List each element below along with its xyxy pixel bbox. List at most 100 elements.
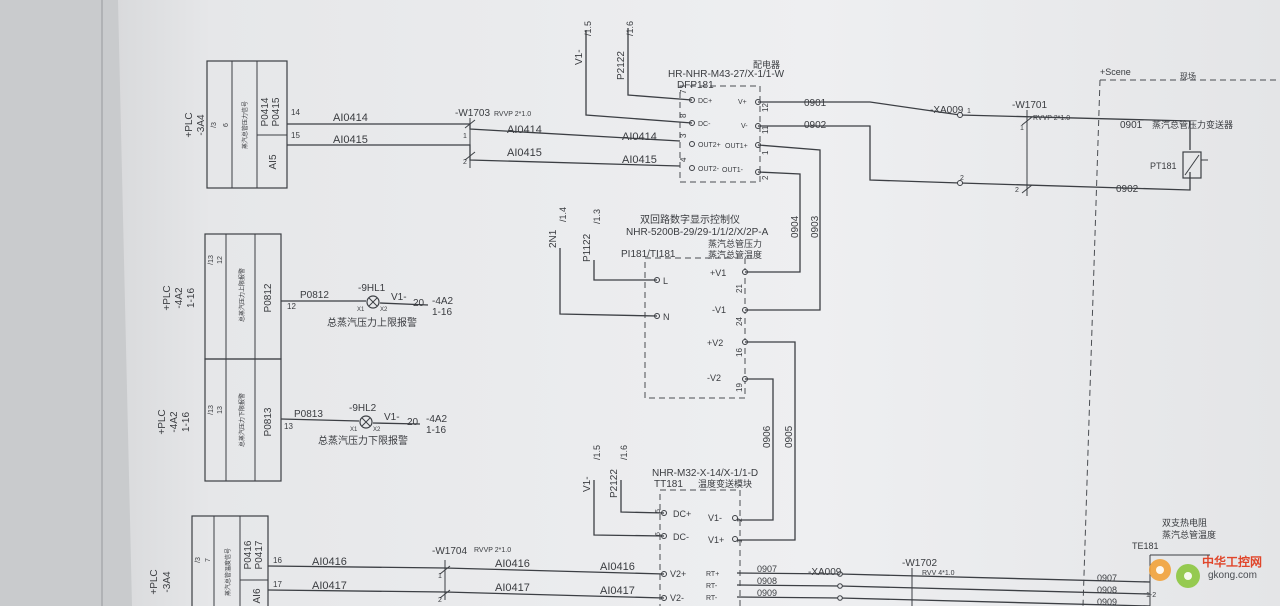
page-edge-left (0, 0, 135, 606)
plc-block-4: +PLC -3A4 /3 7 蒸汽总管温度信号 P0416 P0417 AI6 (149, 515, 269, 606)
dist-num-4: 4 (679, 157, 688, 162)
wire-0903-label: 0903 (810, 215, 821, 238)
lamp-hl1-x1: X1 (357, 307, 365, 313)
wire-ai0416-label-2: AI0416 (495, 558, 530, 570)
rtd-wire-0908-2: 0908 (1097, 585, 1117, 595)
cable-w1701-label: -W1701 (1012, 100, 1047, 111)
tt-num-5: 5 (655, 509, 662, 513)
wire-0902-label-2: 0902 (1116, 184, 1139, 195)
plc-block-2-desc: 总蒸汽压力上限报警 (238, 268, 246, 322)
alarm-lamp-hl1: 12 P0812 -9HL1 X1 X2 V1- 20 -4A2 1-16 总蒸… (281, 283, 454, 329)
plc-block-2-plc: +PLC (162, 285, 173, 310)
plc-block-2-tag: P0812 (263, 283, 274, 312)
dist-term-dcp: DC+ (698, 98, 712, 105)
lamp-hl2-ref: -4A2 (426, 414, 448, 425)
plc-block-1-desc: 蒸汽总管压力信号 (241, 101, 249, 149)
cable-w1701-core-2: 2 (1015, 187, 1019, 194)
plc-block-1-slot: /3 (211, 122, 218, 128)
wire-ai0414-label-3: AI0414 (622, 131, 657, 143)
wire-ai0417-label-2: AI0417 (495, 582, 530, 594)
plc-block-4-ai: AI6 (252, 588, 263, 603)
dist-num-7: 7 (679, 89, 688, 94)
lamp-icon (359, 415, 373, 429)
lamp-hl1-ref: -4A2 (432, 296, 454, 307)
rtd-wire-0908-1: 0908 (757, 576, 777, 586)
dist-num-1: 1 (761, 150, 770, 155)
pin-17: 17 (273, 580, 282, 589)
dist-term-out2m: OUT2- (698, 166, 720, 173)
dist-term-out1m: OUT1- (722, 167, 744, 174)
dist-num-11: 11 (761, 125, 770, 134)
controller-term-n: N (663, 312, 670, 322)
wire-ai0416-label-1: AI0416 (312, 556, 347, 568)
cable-w1703-core-1: 1 (463, 133, 467, 140)
wire-0902-label-1: 0902 (804, 120, 827, 131)
rtd-wire-0907-2: 0907 (1097, 573, 1117, 583)
plc-block-2-slot: /13 (208, 255, 215, 265)
tt-model: NHR-M32-X-14/X-1/1-D (652, 468, 758, 479)
distributor-model: HR-NHR-M43-27/X-1/1-W (668, 69, 785, 80)
watermark-url: gkong.com (1208, 570, 1257, 581)
wire-0901-label-2: 0901 (1120, 120, 1143, 131)
wire-0906: 0906 (737, 378, 774, 521)
cable-w1704: -W1704 RVVP 2*1.0 1 2 (432, 546, 511, 604)
controller-term-l: L (663, 276, 668, 286)
controller-ch1: 蒸汽总管压力 (708, 238, 762, 249)
tt-term-v2p: V2+ (670, 569, 686, 579)
lamp-hl2-ref-range: 1-16 (426, 425, 446, 436)
lamp-hl1-desc: 总蒸汽压力上限报警 (327, 316, 417, 329)
dist-term-dcm: DC- (698, 121, 711, 128)
wire-ai0416: 16 AI0416 AI0416 AI0416 (267, 556, 665, 575)
tt-feed-p2122-page: /1.6 (619, 445, 629, 460)
cable-w1701-spec: RVVP 2*1.0 (1033, 115, 1070, 122)
wire-ai0415-label-1: AI0415 (333, 134, 368, 146)
dist-num-12: 12 (761, 103, 770, 112)
plc-block-3-slot: /13 (208, 405, 215, 415)
cable-w1703: -W1703 RVVP 2*1.0 1 2 (455, 108, 531, 168)
plc-block-2-num: 12 (217, 256, 224, 264)
lamp-hl2-tag: -9HL2 (349, 403, 377, 414)
wire-ai0414-label-1: AI0414 (333, 112, 368, 124)
pin-12: 12 (287, 302, 296, 311)
plc-block-3-card: -4A2 (169, 411, 180, 433)
controller-model: NHR-5200B-29/29-1/1/2/X/2P-A (626, 227, 769, 238)
dist-num-8: 8 (679, 113, 688, 118)
plc-block-1-tag-a: P0414 (260, 97, 271, 126)
plc-block-4-plc: +PLC (149, 569, 160, 594)
lamp-icon (366, 295, 380, 309)
tt-term-v1m: V1- (708, 513, 722, 523)
plc-block-3: +PLC -4A2 1-16 /13 13 总蒸汽压力下限报警 P0813 (157, 358, 282, 482)
plc-block-3-plc: +PLC (157, 409, 168, 434)
wire-0904: 0904 (745, 171, 801, 273)
wire-ai0415-label-2: AI0415 (507, 147, 542, 159)
lamp-hl1-tag: -9HL1 (358, 283, 386, 294)
tt-num-1: 1 (737, 539, 744, 543)
dist-term-vm: V- (741, 123, 748, 130)
pin-15: 15 (291, 131, 300, 140)
wire-ai0417-label-3: AI0417 (600, 585, 635, 597)
dist-feed-p2122: P2122 (616, 51, 627, 80)
cable-w1701-core-1: 1 (1020, 125, 1024, 132)
plc-block-2-range: 1-16 (186, 288, 197, 308)
wire-0906-label: 0906 (762, 425, 773, 448)
plc-block-4-num: 7 (205, 558, 212, 562)
lamp-hl2-20: 20 (407, 417, 419, 428)
tt-term-rtm: RT- (706, 583, 718, 590)
wire-ai0414-label-2: AI0414 (507, 124, 542, 136)
controller-title: 双回路数字显示控制仪 (640, 213, 740, 226)
plc-block-4-desc: 蒸汽总管温度信号 (224, 548, 232, 596)
cable-w1701: -W1701 RVVP 2*1.0 1 2 (1012, 100, 1070, 196)
rtd-label: 蒸汽总管温度 (1162, 529, 1216, 540)
rtd-tag: TE181 (1132, 541, 1159, 551)
tt-num-2: 2 (737, 518, 744, 522)
tt-term-dcp: DC+ (673, 509, 691, 519)
cable-w1703-spec: RVVP 2*1.0 (494, 111, 531, 118)
wire-ai0416-label-3: AI0416 (600, 561, 635, 573)
tt-feed-p2122: P2122 (609, 469, 620, 498)
wire-0903: 0903 (745, 144, 821, 311)
rtd-title: 双支热电阻 (1162, 517, 1207, 528)
pressure-sensor-tag: PT181 (1150, 161, 1177, 171)
controller-term-v1m: -V1 (712, 305, 726, 315)
cable-w1704-core-2: 2 (438, 597, 442, 604)
controller-tag: PI181/TI181 (621, 249, 676, 260)
